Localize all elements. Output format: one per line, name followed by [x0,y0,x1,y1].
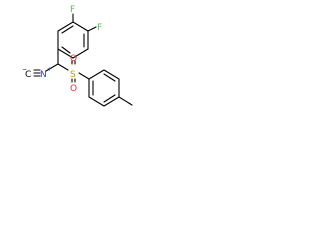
atom-o-lower: O [70,84,77,94]
bond-c-f-right [87,26,97,32]
atom-s-sulfonyl: S [70,70,76,80]
charge-n-plus: + [47,66,52,73]
bond-ch-s [57,63,69,71]
charge-c-minus: − [22,66,27,73]
sulfonyl-double-bonds [71,60,76,83]
atom-n-isocyanide: N [40,70,47,80]
isocyanide-triple-bond [33,69,41,77]
molecule-structure: F F N + C − S O O [22,5,133,107]
atom-f-top: F [70,5,75,15]
atom-f-right: F [97,23,102,33]
tolyl-ring [88,69,120,107]
difluorophenyl-ring [57,21,89,59]
bond-methyl [118,96,133,106]
bond-s-ring [78,72,90,80]
atom-o-upper: O [70,54,77,64]
atom-c-isocyanide: C [25,70,31,80]
bond-ch-n [45,63,59,72]
